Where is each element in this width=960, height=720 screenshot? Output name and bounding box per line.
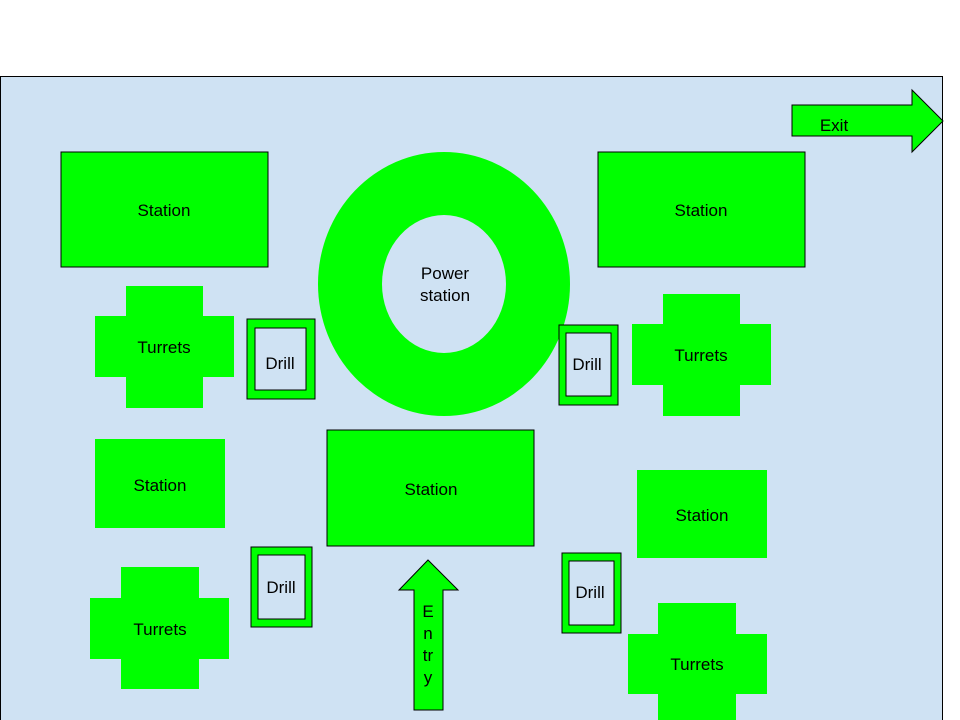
drill-label: Drill: [265, 354, 294, 373]
drill-lower-left: Drill: [250, 546, 313, 628]
drill-label: Drill: [575, 583, 604, 602]
turrets-lower-right: Turrets: [628, 603, 767, 720]
turrets-upper-left: Turrets: [95, 286, 234, 408]
station-mid-left: Station: [95, 439, 225, 528]
station-label: Station: [138, 201, 191, 220]
drill-label: Drill: [572, 355, 601, 374]
turrets-label: Turrets: [137, 338, 190, 357]
station-label: Station: [405, 480, 458, 499]
drill-upper-right: Drill: [558, 324, 619, 406]
station-center: Station: [326, 429, 535, 547]
turrets-lower-left: Turrets: [90, 567, 229, 689]
station-label: Station: [676, 506, 729, 525]
exit-label: Exit: [820, 116, 849, 135]
power-station-label-line1: Power: [421, 264, 470, 283]
turrets-label: Turrets: [133, 620, 186, 639]
drill-upper-left: Drill: [246, 318, 316, 400]
drill-label: Drill: [266, 578, 295, 597]
turrets-label: Turrets: [670, 655, 723, 674]
entry-label-4: y: [424, 668, 433, 687]
exit-arrow: Exit: [791, 88, 944, 154]
station-label: Station: [134, 476, 187, 495]
station-top-right: Station: [597, 151, 806, 268]
entry-label-3: tr: [423, 646, 434, 665]
power-station: Power station: [318, 152, 570, 416]
station-mid-right: Station: [637, 470, 767, 558]
drill-lower-right: Drill: [561, 552, 622, 634]
station-top-left: Station: [60, 151, 269, 268]
station-label: Station: [675, 201, 728, 220]
power-station-label-line2: station: [420, 286, 470, 305]
turrets-label: Turrets: [674, 346, 727, 365]
turrets-upper-right: Turrets: [632, 294, 771, 416]
entry-label-2: n: [423, 624, 432, 643]
entry-label-1: E: [422, 602, 433, 621]
entry-arrow: E n tr y: [397, 559, 460, 711]
